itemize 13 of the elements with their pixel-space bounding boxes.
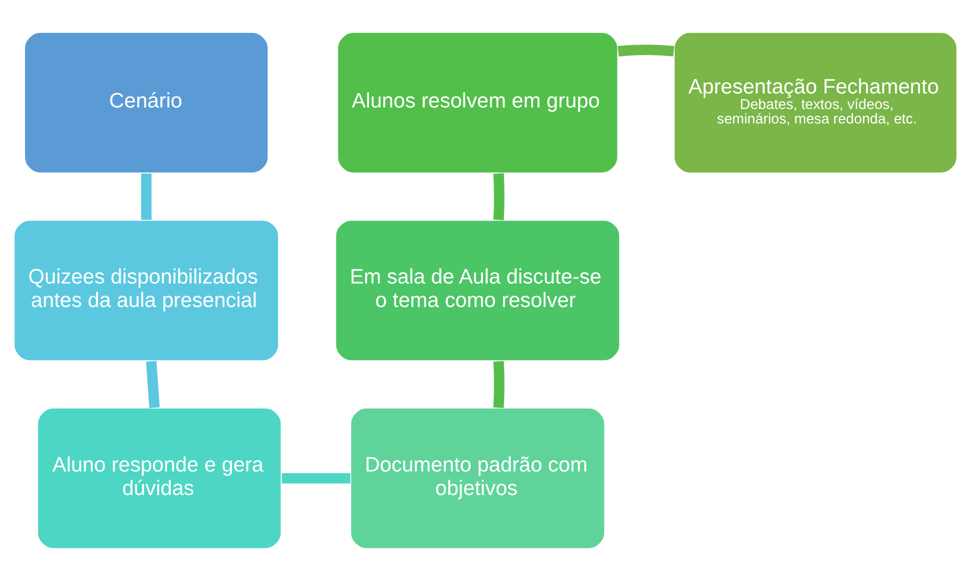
connector [618, 44, 674, 56]
node-box: Apresentação Fechamento Debates, textos, vídeos, seminários, mesa redonda, etc. [673, 32, 958, 174]
node-box: Aluno responde e gera dúvidas [36, 407, 282, 550]
node-box: Em sala de Aula discute-se o tema como resolver [334, 219, 621, 362]
connector [282, 473, 350, 484]
node-box: Quizees disponibilizados antes da aula presencial [13, 219, 280, 362]
node-box: Documento padrão com objetivos [350, 407, 606, 550]
connector [146, 360, 160, 408]
node-box: Cenário [24, 32, 269, 174]
connector [493, 173, 504, 220]
node-box: Alunos resolvem em grupo [336, 32, 619, 174]
connector [493, 361, 504, 408]
connector [141, 173, 152, 220]
